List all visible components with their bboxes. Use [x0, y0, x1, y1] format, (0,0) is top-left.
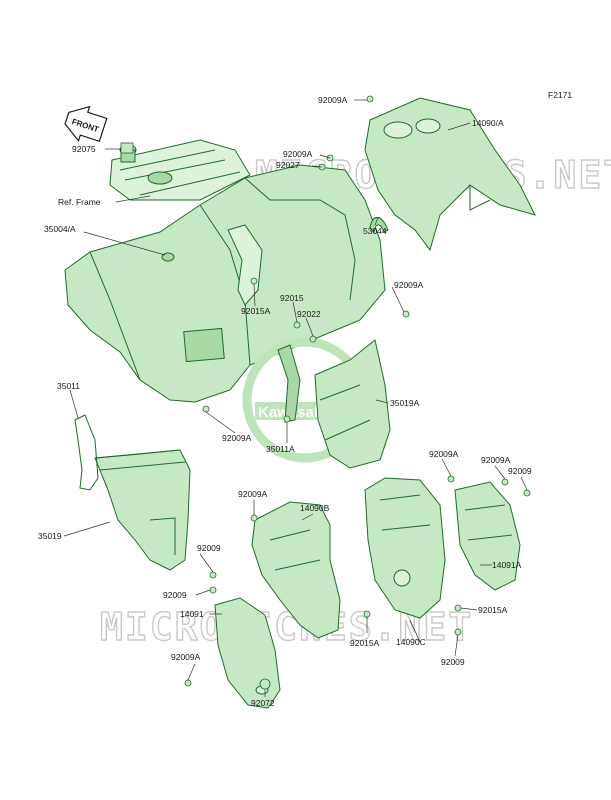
label-92009A-lower: 92009A: [222, 433, 252, 443]
label-35019: 35019: [38, 531, 62, 541]
label-14091A: 14091A: [492, 560, 522, 570]
label-14091: 14091: [180, 609, 204, 619]
label-92009-b: 92009: [441, 657, 465, 667]
label-92009-r: 92009: [508, 466, 532, 476]
label-92009A-c: 92009A: [238, 489, 268, 499]
label-92009A-b: 92009A: [171, 652, 201, 662]
label-92075: 92075: [72, 144, 96, 154]
label-35011A: 35011A: [266, 444, 295, 454]
figure-code: F2171: [548, 90, 572, 100]
label-35019A: 35019A: [390, 398, 420, 408]
label-92009A-right: 92009A: [394, 280, 424, 290]
label-92009-l2: 92009: [163, 590, 187, 600]
rear-cover-14090A: [364, 97, 536, 252]
grommet-92075: [120, 142, 134, 154]
guard-14090B: [251, 501, 341, 639]
label-92009-l1: 92009: [197, 543, 221, 553]
label-92015A-c: 92015A: [350, 638, 380, 648]
mudguard-35019: [94, 449, 191, 571]
label-92009A-r2: 92009A: [481, 455, 511, 465]
label-92009A-top: 92009A: [318, 95, 348, 105]
label-35004A: 35004/A: [44, 224, 76, 234]
guard-14090C: [364, 477, 446, 619]
mudguard-stay: [227, 224, 263, 306]
guard-14091A: [454, 481, 521, 591]
label-92072: 92072: [251, 698, 275, 708]
label-92015A-left: 92015A: [241, 306, 271, 316]
label-92009A-r1: 92009A: [429, 449, 459, 459]
clip-53044: [369, 217, 389, 233]
label-14090C: 14090C: [396, 637, 426, 647]
label-92022: 92022: [297, 309, 321, 319]
part-labels: 92075 Ref. Frame 35004/A 92009A 14090/A …: [38, 95, 532, 708]
label-ref-frame: Ref. Frame: [58, 197, 101, 207]
label-35011: 35011: [57, 381, 80, 391]
label-92015: 92015: [280, 293, 304, 303]
label-53044: 53044: [363, 226, 387, 236]
label-92009A-mid: 92009A: [283, 149, 313, 159]
bracket-35011A: [277, 344, 301, 423]
leader-lines: [63, 99, 528, 697]
side-cover-35019A: [314, 339, 391, 469]
label-14090B: 14090B: [300, 503, 330, 513]
label-92027: 92027: [276, 160, 300, 170]
bracket-35011: [74, 414, 99, 491]
label-14090A: 14090/A: [472, 118, 504, 128]
front-arrow-icon: FRONT: [64, 105, 108, 143]
bolts: [184, 95, 531, 690]
label-92015A-r: 92015A: [478, 605, 508, 615]
